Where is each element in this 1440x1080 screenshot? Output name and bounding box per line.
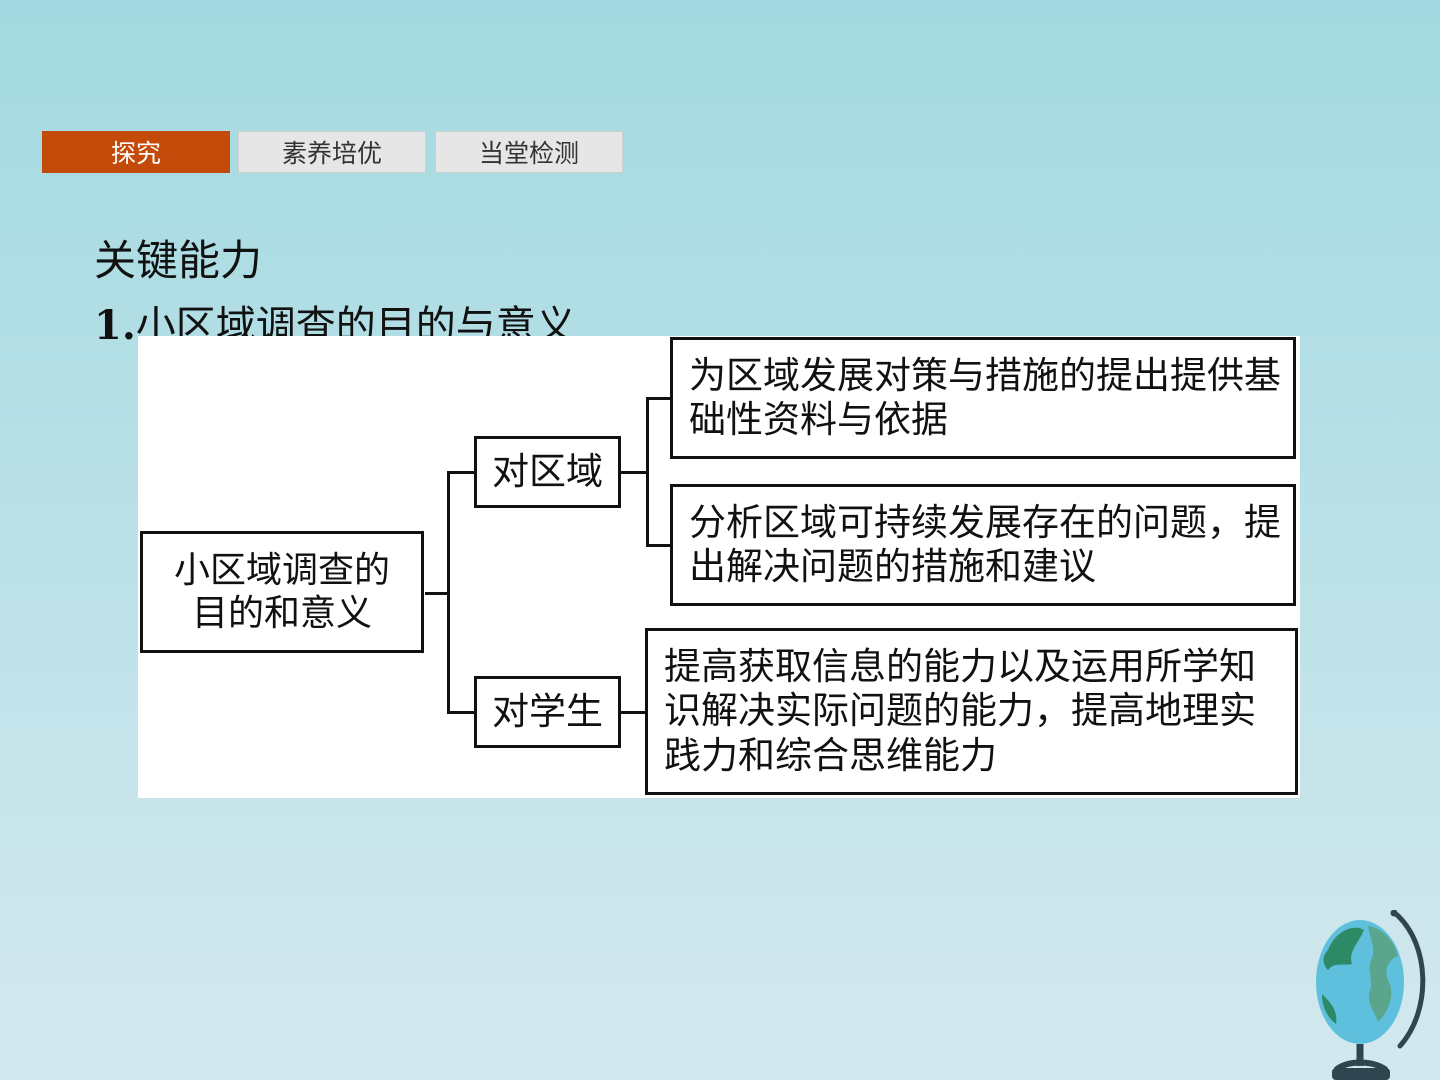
branch-student-node: 对学生 <box>474 676 621 748</box>
tab-classroom-test[interactable]: 当堂检测 <box>435 131 623 173</box>
page-title: 关键能力 <box>94 236 263 285</box>
tab-explore[interactable]: 探究 <box>42 131 230 173</box>
connector-region-item2 <box>646 544 672 547</box>
root-node: 小区域调查的目的和意义 <box>140 531 424 653</box>
globe-icon <box>1316 910 1426 1080</box>
connector-to-student <box>447 711 475 714</box>
region-item-sustainability: 分析区域可持续发展存在的问题，提出解决问题的措施和建议 <box>670 484 1296 606</box>
connector-student-item1 <box>620 711 647 714</box>
connector-root-vertical <box>447 471 450 713</box>
connector-region-vertical <box>646 397 649 547</box>
connector-root <box>425 592 449 595</box>
student-item-abilities: 提高获取信息的能力以及运用所学知识解决实际问题的能力，提高地理实践力和综合思维能… <box>645 628 1298 795</box>
region-item-basis: 为区域发展对策与措施的提出提供基础性资料与依据 <box>670 337 1296 459</box>
branch-region-node: 对区域 <box>474 436 621 508</box>
connector-region-item1 <box>646 397 672 400</box>
connector-to-region <box>447 471 475 474</box>
section-number: 1. <box>94 302 136 349</box>
concept-diagram: 小区域调查的目的和意义 对区域 对学生 为区域发展对策与措施的提出提供基础性资料… <box>138 336 1300 798</box>
tab-literacy[interactable]: 素养培优 <box>238 131 426 173</box>
connector-region-out <box>620 471 648 474</box>
